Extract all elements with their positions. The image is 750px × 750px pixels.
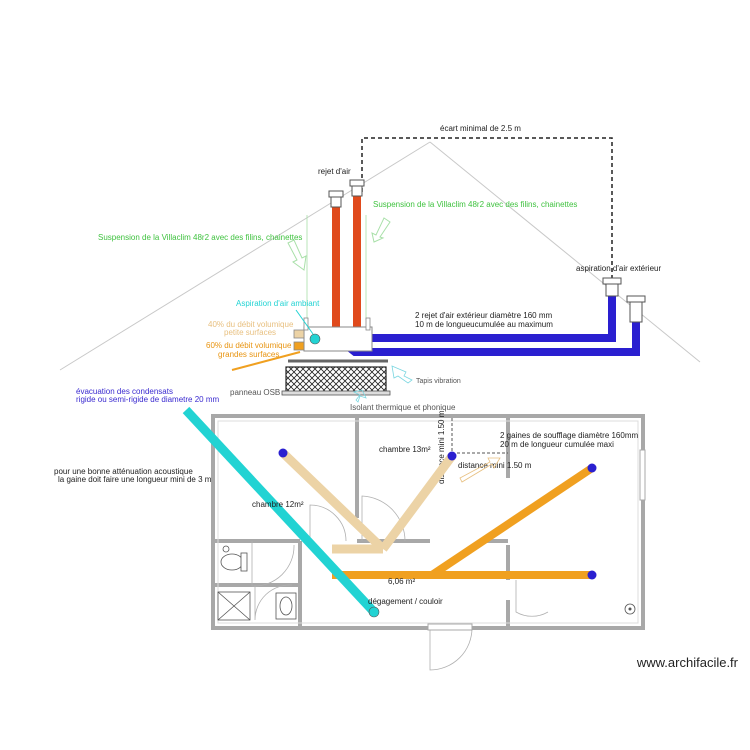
sink-icon	[275, 592, 297, 620]
degagement-label: dégagement / couloir	[368, 597, 443, 606]
toilet-icon	[220, 545, 248, 572]
clearance-bracket	[361, 137, 613, 278]
debit60-pointer	[231, 351, 301, 371]
suspension-arrow-left	[287, 239, 307, 271]
chambre13-label: chambre 13m²	[379, 445, 431, 454]
aspiration-ext-label: aspiration d'air extérieur	[576, 264, 661, 273]
vibration-mat	[285, 366, 387, 393]
condensate-duct	[182, 406, 378, 616]
aspiration-amb-label: Aspiration d'air ambiant	[236, 299, 320, 308]
debit60-label-2: grandes surfaces	[218, 350, 279, 359]
suspension-arrow-right	[371, 217, 391, 243]
roof-outline	[59, 141, 701, 371]
debit40-label-2: petite surfaces	[224, 328, 276, 337]
window-right	[639, 449, 646, 501]
debit60-label-1: 60% du débit volumique	[206, 341, 292, 350]
evac-label-2: rigide ou semi-rigide de diametre 20 mm	[76, 395, 220, 404]
smoke-detector-dot	[628, 607, 632, 611]
exhaust-stack-left	[328, 190, 344, 328]
distance-v-label: distance mini 1.50 m	[437, 410, 446, 484]
tan-supply-ducts	[279, 449, 456, 554]
attenuation-label-1: pour une bonne atténuation acoustique	[54, 467, 193, 476]
ambient-intake	[309, 333, 321, 345]
exterior-duct-1	[357, 277, 622, 342]
gaines-label-1: 2 gaines de soufflage diamètre 160mm	[500, 431, 638, 440]
chambre12-label: chambre 12m²	[252, 500, 304, 509]
rejet-ext-label-2: 10 m de longueucumulée au maximum	[415, 320, 553, 329]
suspension-label-right: Suspension de la Villaclim 48r2 avec des…	[373, 200, 577, 209]
rejet-air-label: rejet d'air	[318, 167, 351, 176]
gaines-arrow	[459, 457, 501, 483]
suspension-guides	[306, 215, 367, 320]
doors	[251, 495, 549, 671]
debit40-label-1: 40% du débit volumique	[208, 320, 294, 329]
condensate-outlet	[368, 606, 380, 618]
floor-plan-inner-lines	[217, 420, 639, 624]
shower-icon	[217, 591, 251, 621]
orange-supply-ducts	[332, 464, 595, 579]
osb-panel	[281, 390, 391, 396]
panneau-label: panneau OSB	[230, 388, 280, 397]
isolant-arrow	[352, 389, 367, 403]
suspension-label-left: Suspension de la Villaclim 48r2 avec des…	[98, 233, 302, 242]
area-label: 6,06 m²	[388, 577, 415, 586]
isolant-label: Isolant thermique et phonique	[350, 403, 456, 412]
exhaust-stack-right	[349, 179, 365, 328]
evac-label-1: évacuation des condensats	[76, 387, 173, 396]
clearance-label: écart minimal de 2.5 m	[440, 124, 521, 133]
gaines-label-2: 20 m de longueur cumulée maxi	[500, 440, 614, 449]
tapis-label: Tapis vibration	[416, 378, 461, 385]
entrance-door	[427, 623, 473, 631]
distance-h-label: distance mini 1.50 m	[458, 461, 532, 470]
distance-dashes	[451, 418, 508, 455]
rejet-ext-label-1: 2 rejet d'air extérieur diamètre 160 mm	[415, 311, 552, 320]
watermark: www.archifacile.fr	[636, 655, 738, 670]
outlet-dots	[278, 448, 597, 580]
tapis-arrow	[391, 365, 413, 384]
attenuation-label-2: la gaine doit faire une longueur mini de…	[58, 475, 212, 484]
aspiration-amb-pointer	[295, 309, 314, 335]
